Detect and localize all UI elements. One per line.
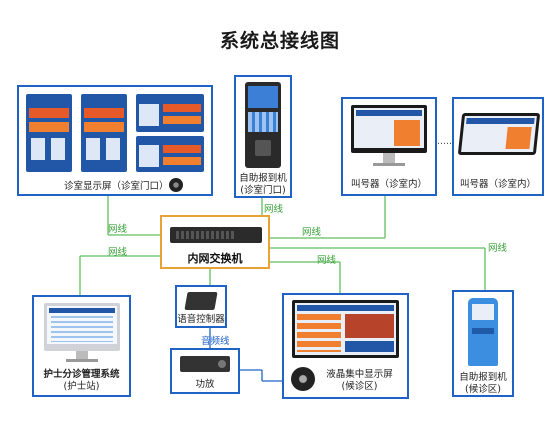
switch-frame: 内网交换机 <box>160 215 270 269</box>
switch-label: 内网交换机 <box>187 252 243 265</box>
speaker-icon-2 <box>291 367 315 391</box>
caller-a-monitor <box>351 105 427 153</box>
net-label-3: 网线 <box>302 227 322 238</box>
clinic-screen-1 <box>26 94 72 172</box>
speaker-icon <box>169 178 183 192</box>
net-label-4: 网线 <box>108 247 128 258</box>
diagram-title: 系统总接线图 <box>219 30 340 52</box>
net-label-5: 网线 <box>317 255 337 266</box>
kiosk-wait-label-1: 自助报到机 <box>459 372 507 383</box>
caller-b-label: 叫号器（诊室内） <box>459 179 536 190</box>
voice-controller-frame: 语音控制器 <box>175 285 227 328</box>
nurse-label-1: 护士分诊管理系统 <box>43 369 120 380</box>
caller-b-tablet <box>457 113 541 155</box>
amplifier-frame: 功放 <box>170 348 240 394</box>
net-label-1: 网线 <box>108 224 128 235</box>
clinic-screen-2 <box>81 94 127 172</box>
clinic-display-frame: 诊室显示屏（诊室门口） <box>17 85 213 196</box>
voice-controller-label: 语音控制器 <box>177 314 225 325</box>
kiosk-door-device <box>245 82 281 168</box>
clinic-display-label: 诊室显示屏（诊室门口） <box>64 181 169 192</box>
lcd-screen <box>292 300 399 358</box>
clinic-screen-3 <box>136 94 204 132</box>
nurse-label-2: (护士站) <box>63 381 100 392</box>
lcd-display-frame: 液晶集中显示屏 (候诊区) <box>282 293 409 399</box>
kiosk-wait-frame: 自助报到机 (候诊区) <box>452 290 514 397</box>
amplifier-label: 功放 <box>195 379 215 390</box>
ellipsis-text: …… <box>437 137 455 147</box>
audio-label: 音频线 <box>201 336 230 347</box>
lcd-label-2: (候诊区) <box>341 381 378 392</box>
network-switch-device <box>170 227 262 243</box>
net-label-2: 网线 <box>264 204 284 215</box>
caller-b-frame: 叫号器（诊室内） <box>452 97 544 196</box>
kiosk-wait-device <box>468 298 498 366</box>
kiosk-door-label-2: (诊室门口) <box>240 185 286 196</box>
nurse-station-frame: 护士分诊管理系统 (护士站) <box>32 295 131 397</box>
clinic-screen-4 <box>136 136 204 172</box>
kiosk-wait-label-2: (候诊区) <box>465 384 501 395</box>
caller-a-label: 叫号器（诊室内） <box>350 179 427 190</box>
voice-controller-device <box>184 292 218 310</box>
net-label-6: 网线 <box>488 243 508 254</box>
nurse-monitor <box>44 303 120 351</box>
caller-a-frame: 叫号器（诊室内） <box>341 97 437 196</box>
lcd-label-1: 液晶集中显示屏 <box>326 369 393 380</box>
kiosk-door-label-1: 自助报到机 <box>239 173 287 184</box>
kiosk-door-frame: 自助报到机 (诊室门口) <box>234 75 292 198</box>
amplifier-device <box>180 356 230 372</box>
